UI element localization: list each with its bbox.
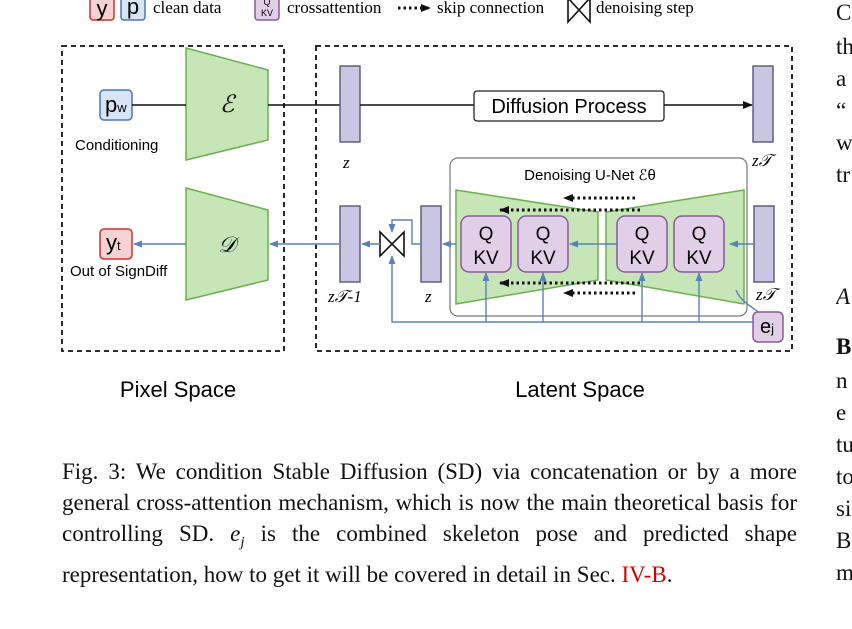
rc-line-11: to <box>836 464 852 489</box>
unet-container <box>449 157 748 317</box>
svg-text:KV: KV <box>686 248 712 269</box>
diffusion-process-box <box>473 90 665 122</box>
ej-conditioning-bus <box>388 255 753 323</box>
latent-zT-bottom-label: z𝒯 <box>755 285 781 304</box>
svg-text:Q: Q <box>635 224 650 245</box>
svg-text:Q: Q <box>692 224 707 245</box>
unet-title: Denoising U-Net ℰθ <box>524 167 656 184</box>
legend-denoising-icon <box>567 0 591 25</box>
pixel-space-title: Pixel Space <box>120 377 236 402</box>
legend-clean-data: clean data <box>153 0 222 17</box>
rc-line-6: A <box>836 284 851 309</box>
legend-skip-connection: skip connection <box>437 0 545 17</box>
out-of-signdiff-label: Out of SignDiff <box>70 263 168 280</box>
caption-middle: is the combined skeleton pose and predic… <box>62 521 797 587</box>
latent-zT-top-label: z𝒯 <box>751 151 777 170</box>
right-column-text: C th a “ w tr A B n e tu to si B m <box>836 0 852 629</box>
legend-q-label: Q <box>263 0 270 7</box>
latent-z-bottom <box>420 205 442 283</box>
latent-space-box <box>315 45 793 352</box>
caption-section-link[interactable]: IV-B <box>621 561 667 587</box>
input-pw-label: pw <box>105 92 127 117</box>
skip-z-loop <box>388 219 421 245</box>
rc-line-7: B <box>836 334 852 359</box>
rc-line-5: tr <box>836 162 851 187</box>
latent-zT1-label: z𝒯-1 <box>327 287 362 306</box>
rc-line-4: w <box>836 130 852 155</box>
latent-z-top <box>339 65 361 143</box>
rc-line-12: si <box>836 496 852 521</box>
diffusion-process-label: Diffusion Process <box>491 96 646 118</box>
conditioning-label: Conditioning <box>75 137 158 154</box>
legend-p-box <box>120 0 146 21</box>
legend-y-label: y <box>97 0 108 21</box>
rc-line-0: C <box>836 0 852 25</box>
svg-text:KV: KV <box>473 248 499 269</box>
rc-line-14: m <box>836 560 852 585</box>
output-yt-box <box>99 228 133 260</box>
latent-zT-top <box>752 65 774 143</box>
rc-line-10: tu <box>836 432 852 457</box>
pixel-space-box <box>61 45 285 352</box>
svg-text:Q: Q <box>536 224 551 245</box>
rc-line-2: a <box>836 66 847 91</box>
rc-line-3: “ <box>836 98 847 123</box>
caption-math: ej <box>230 521 245 551</box>
legend-qkv-box <box>254 0 280 21</box>
ej-box <box>752 311 784 343</box>
legend: y p clean data Q KV crossattention skip … <box>89 0 694 25</box>
latent-z-top-label: z <box>342 153 350 172</box>
qkv-block-1: Q KV <box>460 215 512 273</box>
rc-line-1: th <box>836 34 852 59</box>
qkv-block-3: Q KV <box>616 215 668 273</box>
legend-crossattention: crossattention <box>287 0 382 17</box>
latent-zT1 <box>339 205 361 283</box>
caption-prefix: Fig. 3: We condition Stable Diffusion (S… <box>62 459 797 546</box>
qkv-block-4: Q KV <box>673 215 725 273</box>
denoising-step-icon <box>379 230 405 258</box>
figure-caption: Fig. 3: We condition Stable Diffusion (S… <box>62 456 797 590</box>
latent-z-bottom-label: z <box>424 287 432 306</box>
svg-text:Q: Q <box>479 224 494 245</box>
legend-kv-label: KV <box>261 8 273 18</box>
ej-to-zT-curve <box>735 289 759 313</box>
encoder-block <box>185 47 269 161</box>
latent-zT-bottom <box>753 205 775 283</box>
svg-text:KV: KV <box>629 248 655 269</box>
rc-line-13: B <box>836 528 852 553</box>
sd-architecture-figure: y p clean data Q KV crossattention skip … <box>61 0 793 402</box>
latent-space-title: Latent Space <box>515 377 645 402</box>
ej-label: ej <box>760 316 774 338</box>
rc-line-8: n <box>836 368 848 393</box>
encoder-symbol: ℰ <box>220 92 237 118</box>
rc-line-9: e <box>836 400 847 425</box>
qkv-block-2: Q KV <box>517 215 569 273</box>
output-yt-label: yt <box>106 230 121 255</box>
decoder-symbol: 𝒟 <box>218 232 240 257</box>
decoder-block <box>185 187 269 301</box>
legend-p-label: p <box>127 0 139 19</box>
caption-suffix: . <box>666 561 673 587</box>
legend-y-box <box>89 0 115 21</box>
svg-text:KV: KV <box>530 248 556 269</box>
legend-denoising-step: denoising step <box>596 0 694 17</box>
